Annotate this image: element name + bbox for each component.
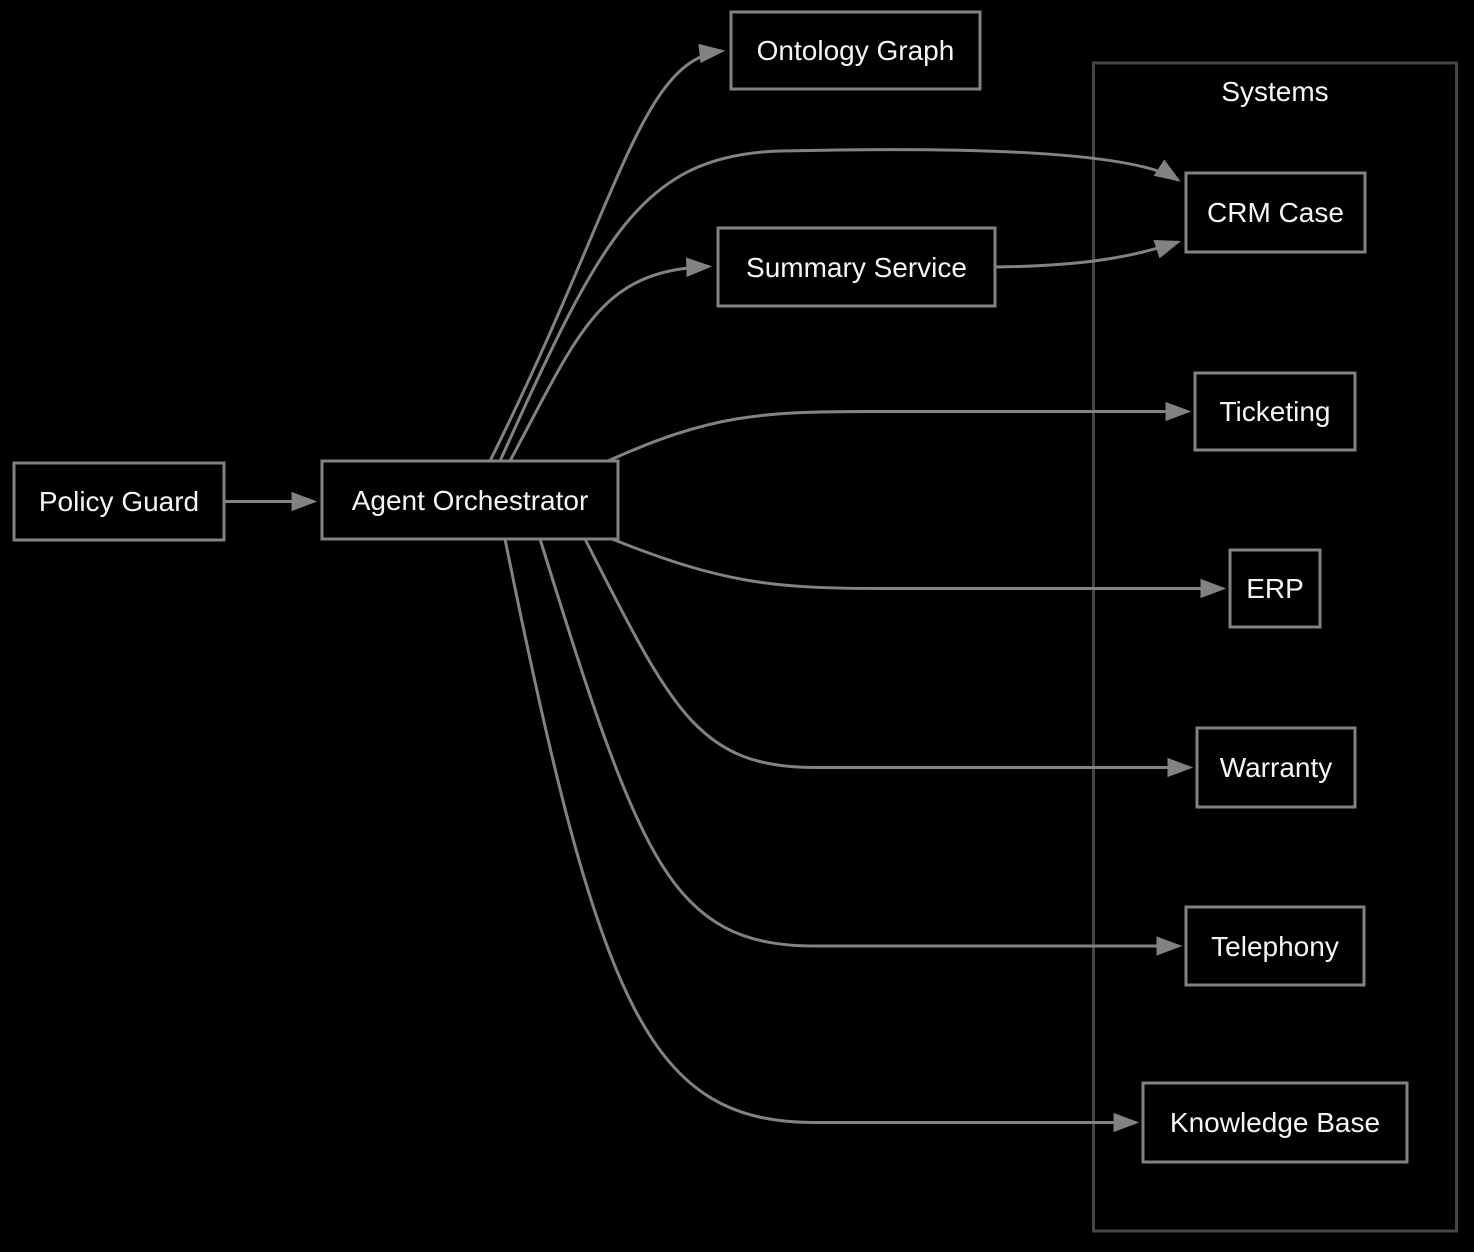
cluster-systems-label: Systems (1221, 76, 1328, 107)
node-warranty-box (1195, 726, 1357, 809)
node-crm-case-label: CRM Case (1207, 197, 1344, 228)
node-ticketing-box (1193, 371, 1357, 452)
node-crm-case: CRM Case (1184, 171, 1367, 254)
node-ontology-graph-label: Ontology Graph (757, 35, 955, 66)
node-knowledge-base: Knowledge Base (1141, 1081, 1409, 1164)
edge-agent-orchestrator-to-ticketing (607, 401, 1192, 463)
node-telephony: Telephony (1184, 905, 1366, 987)
edge-agent-orchestrator-to-telephony (538, 538, 1183, 956)
node-knowledge-base-box (1141, 1081, 1409, 1164)
node-agent-orchestrator-label: Agent Orchestrator (352, 485, 589, 516)
node-warranty-label: Warranty (1220, 752, 1333, 783)
nodes: Policy Guard Agent Orchestrator Ontology… (12, 10, 1409, 1164)
cluster-systems-box (1092, 61, 1458, 1233)
node-agent-orchestrator-box (320, 459, 620, 541)
edge-agent-orchestrator-to-erp (611, 537, 1227, 599)
node-policy-guard: Policy Guard (12, 461, 226, 542)
node-summary-service-box (716, 226, 997, 308)
node-policy-guard-box (12, 461, 226, 542)
node-erp-label: ERP (1246, 573, 1304, 604)
node-crm-case-box (1184, 171, 1367, 254)
node-policy-guard-label: Policy Guard (39, 486, 199, 517)
node-erp-box (1228, 548, 1322, 629)
node-telephony-box (1184, 905, 1366, 987)
node-ticketing: Ticketing (1193, 371, 1357, 452)
node-warranty: Warranty (1195, 726, 1357, 809)
edge-agent-orchestrator-to-ontology-graph (488, 43, 726, 462)
node-telephony-label: Telephony (1211, 931, 1339, 962)
edge-agent-orchestrator-to-crm-case (498, 148, 1181, 462)
node-agent-orchestrator: Agent Orchestrator (320, 459, 620, 541)
node-summary-service-label: Summary Service (746, 252, 967, 283)
node-ticketing-label: Ticketing (1219, 396, 1330, 427)
node-summary-service: Summary Service (716, 226, 997, 308)
cluster-systems: Systems (1092, 61, 1458, 1233)
node-erp: ERP (1228, 548, 1322, 629)
node-ontology-graph-box (729, 10, 982, 91)
edge-agent-orchestrator-to-knowledge-base (503, 538, 1140, 1133)
node-knowledge-base-label: Knowledge Base (1170, 1107, 1380, 1138)
edge-summary-service-to-crm-case (994, 239, 1182, 269)
node-ontology-graph: Ontology Graph (729, 10, 982, 91)
edge-agent-orchestrator-to-warranty (583, 538, 1194, 778)
edge-agent-orchestrator-to-summary-service (508, 257, 713, 462)
edges (224, 43, 1227, 1133)
